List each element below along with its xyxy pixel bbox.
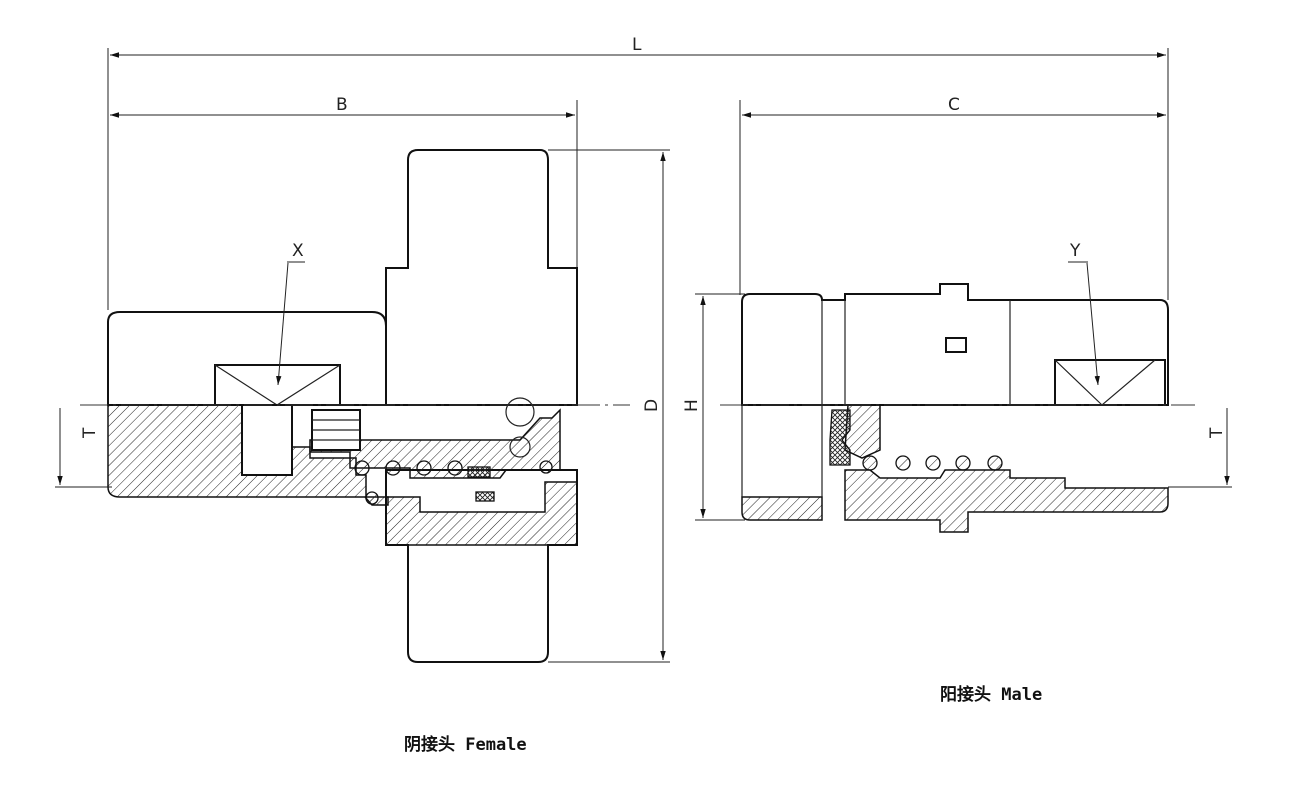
port-label-x: X: [292, 241, 304, 261]
port-label-y: Y: [1069, 241, 1081, 261]
dim-label-C: C: [948, 95, 960, 115]
female-seal-1: [467, 466, 491, 478]
dim-label-T-right: T: [1207, 427, 1227, 439]
male-seat-section: [844, 404, 881, 459]
male-body-section: [741, 496, 823, 521]
male-seal: [829, 409, 851, 466]
male-sleeve-section: [844, 469, 1169, 533]
female-seal-2: [475, 491, 495, 502]
male-caption: 阳接头 Male: [940, 685, 1043, 705]
dimension-lines: [55, 48, 1232, 663]
female-body-section: [107, 404, 389, 506]
female-nut: [385, 149, 578, 406]
female-caption: 阴接头 Female: [404, 735, 527, 755]
female-outer-collar: [385, 481, 578, 546]
dim-label-H: H: [682, 399, 702, 412]
dim-label-D: D: [642, 399, 662, 412]
male-coupling: [741, 283, 1169, 533]
dim-label-L: L: [632, 35, 642, 55]
female-coupling: [107, 149, 578, 663]
port-x-recess: [214, 364, 341, 406]
dim-label-T-left: T: [80, 427, 100, 439]
female-sleeve: [309, 408, 561, 479]
dim-label-B: B: [336, 95, 348, 115]
